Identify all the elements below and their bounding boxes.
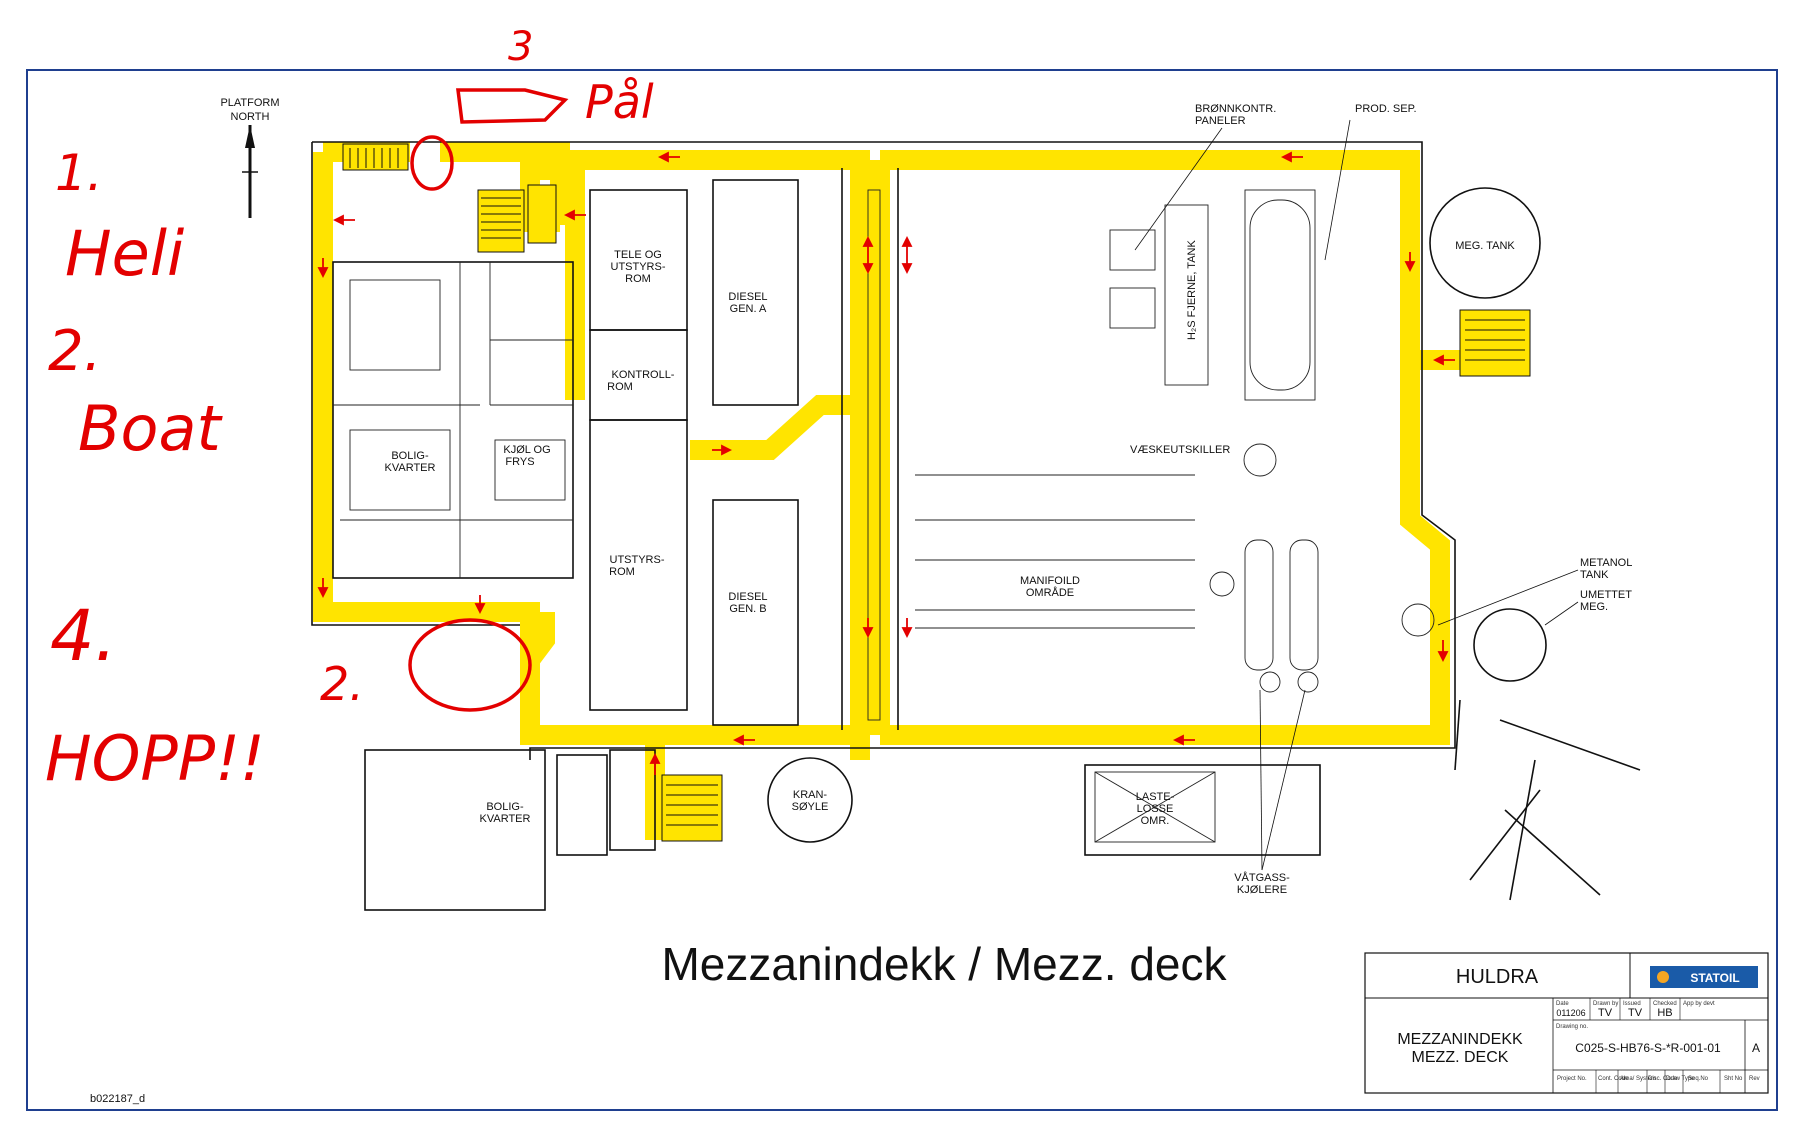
annotation-number-1: 1. bbox=[55, 144, 103, 202]
checked-label: Checked bbox=[1653, 1001, 1677, 1007]
drawing-no-label: Drawing no. bbox=[1556, 1024, 1588, 1030]
label-diesel-b-1: DIESEL bbox=[728, 591, 767, 603]
annotation-number-2: 2. bbox=[48, 319, 101, 384]
checked-value: HB bbox=[1657, 1007, 1672, 1019]
north-arrow: PLATFORM NORTH bbox=[220, 97, 280, 218]
label-tele-1: TELE OG bbox=[614, 249, 662, 261]
footer-draw-type: Draw Type bbox=[1666, 1076, 1695, 1082]
staircases bbox=[342, 143, 1531, 842]
label-bolig2-2: KVARTER bbox=[480, 813, 531, 825]
reference-code: b022187_d bbox=[90, 1093, 145, 1105]
annotation-heli: Heli bbox=[65, 217, 184, 290]
label-tele-2: UTSTYRS- bbox=[611, 261, 666, 273]
label-kontroll-2: ROM bbox=[607, 381, 633, 393]
room-labels: BRØNNKONTR. PANELER PROD. SEP. MEG. TANK… bbox=[385, 103, 1633, 896]
drawing-title-line1: MEZZANINDEKK bbox=[1397, 1031, 1523, 1048]
label-manifold-1: MANIFOILD bbox=[1020, 575, 1080, 587]
footer-seq-no: Seq.No bbox=[1688, 1076, 1709, 1082]
footer-cont-code: Cont. Code bbox=[1598, 1076, 1629, 1082]
annotation-circle-boat bbox=[408, 618, 532, 712]
label-kjol-1: KJØL OG bbox=[503, 444, 550, 456]
statoil-logo bbox=[1650, 966, 1758, 988]
label-diesel-a-2: GEN. A bbox=[730, 303, 767, 315]
label-vatgass-1: VÅTGASS- bbox=[1234, 871, 1290, 884]
date-value: 011206 bbox=[1556, 1008, 1585, 1018]
statoil-logo-text: STATOIL bbox=[1690, 971, 1739, 985]
annotation-pal: Pål bbox=[585, 75, 654, 129]
label-umettet-1: UMETTET bbox=[1580, 589, 1632, 601]
escape-arrows bbox=[317, 151, 1455, 775]
label-laste-2: LOSSE bbox=[1137, 803, 1174, 815]
issued-label: Issued bbox=[1623, 1001, 1641, 1007]
label-laste-1: LASTE- bbox=[1136, 791, 1175, 803]
label-vatgass-2: KJØLERE bbox=[1237, 884, 1287, 896]
building-walls bbox=[311, 141, 1641, 911]
statoil-logo-icon bbox=[1657, 971, 1669, 983]
issued-value: TV bbox=[1628, 1007, 1643, 1019]
label-metanol-1: METANOL bbox=[1580, 557, 1632, 569]
label-bolig2-1: BOLIG- bbox=[486, 801, 524, 813]
label-laste-3: OMR. bbox=[1141, 815, 1170, 827]
annotation-number-4: 4. bbox=[50, 595, 117, 677]
drawing-title-line2: MEZZ. DECK bbox=[1412, 1049, 1509, 1066]
title-block: HULDRA STATOIL MEZZANINDEKK MEZZ. DECK D… bbox=[1364, 952, 1769, 1094]
drawn-value: TV bbox=[1598, 1007, 1613, 1019]
label-metanol-2: TANK bbox=[1580, 569, 1609, 581]
label-kran-2: SØYLE bbox=[792, 801, 829, 813]
label-tele-3: ROM bbox=[625, 273, 651, 285]
project-name: HULDRA bbox=[1456, 966, 1539, 988]
footer-disc-code: Disc. Code bbox=[1648, 1076, 1678, 1082]
drawn-label: Drawn by bbox=[1593, 1001, 1618, 1007]
label-kjol-2: FRYS bbox=[505, 456, 534, 468]
footer-area-system: Area/ System bbox=[1620, 1076, 1656, 1082]
annotation-number-2b: 2. bbox=[320, 657, 364, 711]
label-bolig-1: BOLIG- bbox=[391, 450, 429, 462]
label-utstyrs-2: ROM bbox=[609, 566, 635, 578]
revision-value: A bbox=[1752, 1041, 1760, 1055]
approved-label: App by devt bbox=[1683, 1001, 1715, 1007]
north-label-2: NORTH bbox=[231, 111, 270, 123]
title-block-footer bbox=[1595, 1070, 1721, 1093]
handwritten-annotations: 3 Pål 1. Heli 2. Boat 4. HOPP!! 2. bbox=[45, 24, 654, 795]
footer-project-no: Project No. bbox=[1557, 1076, 1587, 1082]
annotation-number-3: 3 bbox=[508, 24, 533, 70]
footer-sht-no: Sht No bbox=[1724, 1076, 1743, 1082]
label-kontroll-1: KONTROLL- bbox=[612, 369, 675, 381]
label-kran-1: KRAN- bbox=[793, 789, 828, 801]
drawing-frame bbox=[26, 69, 1778, 1111]
label-umettet-2: MEG. bbox=[1580, 601, 1608, 613]
label-h2s-tank: H₂S FJERNE, TANK bbox=[1186, 240, 1198, 340]
label-bronnkontr-2: PANELER bbox=[1195, 115, 1246, 127]
label-bronnkontr-1: BRØNNKONTR. bbox=[1195, 103, 1276, 115]
label-bolig-2: KVARTER bbox=[385, 462, 436, 474]
annotation-circle-heli bbox=[410, 135, 454, 191]
label-utstyrs-1: UTSTYRS- bbox=[610, 554, 665, 566]
label-manifold-2: OMRÅDE bbox=[1026, 586, 1074, 599]
annotation-boat: Boat bbox=[78, 392, 223, 465]
date-label: Date bbox=[1556, 1001, 1569, 1007]
annotation-doodle-pa bbox=[456, 88, 569, 124]
label-meg-tank: MEG. TANK bbox=[1455, 240, 1515, 252]
footer-rev: Rev bbox=[1749, 1076, 1760, 1082]
leader-lines bbox=[1134, 119, 1579, 871]
label-prod-sep: PROD. SEP. bbox=[1355, 103, 1417, 115]
drawing-title: Mezzanindekk / Mezz. deck bbox=[661, 938, 1227, 990]
label-diesel-a-1: DIESEL bbox=[728, 291, 767, 303]
drawing-no-value: C025-S-HB76-S-*R-001-01 bbox=[1575, 1041, 1721, 1055]
north-label-1: PLATFORM bbox=[220, 97, 279, 109]
label-vaeskeutskiller: VÆSKEUTSKILLER bbox=[1130, 444, 1230, 456]
annotation-hopp: HOPP!! bbox=[45, 722, 265, 795]
label-diesel-b-2: GEN. B bbox=[729, 603, 766, 615]
